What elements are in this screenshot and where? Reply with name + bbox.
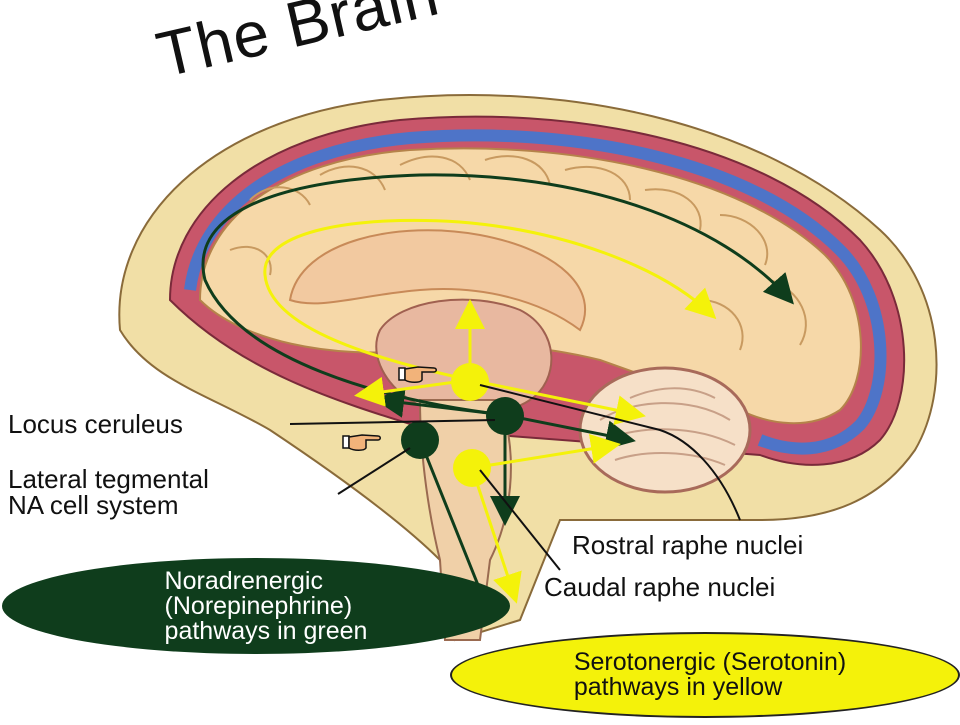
legend-serotonergic: Serotonergic (Serotonin) pathways in yel… bbox=[450, 632, 960, 718]
legend-noradrenergic: Noradrenergic (Norepinephrine) pathways … bbox=[2, 558, 510, 654]
blue-vessel-band bbox=[184, 129, 887, 455]
legend-serotonergic-text: Serotonergic (Serotonin) pathways in yel… bbox=[573, 648, 847, 701]
noradrenergic-pathways bbox=[201, 173, 794, 591]
label-lateral-tegmental-line1: Lateral tegmental bbox=[8, 464, 209, 494]
locus-ceruleus-nucleus bbox=[486, 397, 524, 435]
label-caudal-raphe-nuclei: Caudal raphe nuclei bbox=[544, 572, 776, 602]
corpus-callosum bbox=[288, 229, 586, 332]
legend-noradrenergic-text: Noradrenergic (Norepinephrine) pathways … bbox=[164, 566, 368, 645]
rostral-raphe-nucleus bbox=[451, 363, 489, 401]
pointing-hand-icon[interactable] bbox=[398, 362, 438, 386]
pointing-hand-icon[interactable] bbox=[342, 430, 382, 454]
caudal-raphe-nucleus bbox=[453, 449, 491, 487]
label-locus-ceruleus: Locus ceruleus bbox=[8, 409, 183, 439]
label-lateral-tegmental-line2: NA cell system bbox=[8, 490, 179, 520]
leader-lines bbox=[289, 384, 741, 571]
lateral-tegmental-nucleus bbox=[401, 421, 439, 459]
label-rostral-raphe-nuclei: Rostral raphe nuclei bbox=[572, 530, 804, 560]
serotonergic-pathways bbox=[263, 218, 717, 604]
